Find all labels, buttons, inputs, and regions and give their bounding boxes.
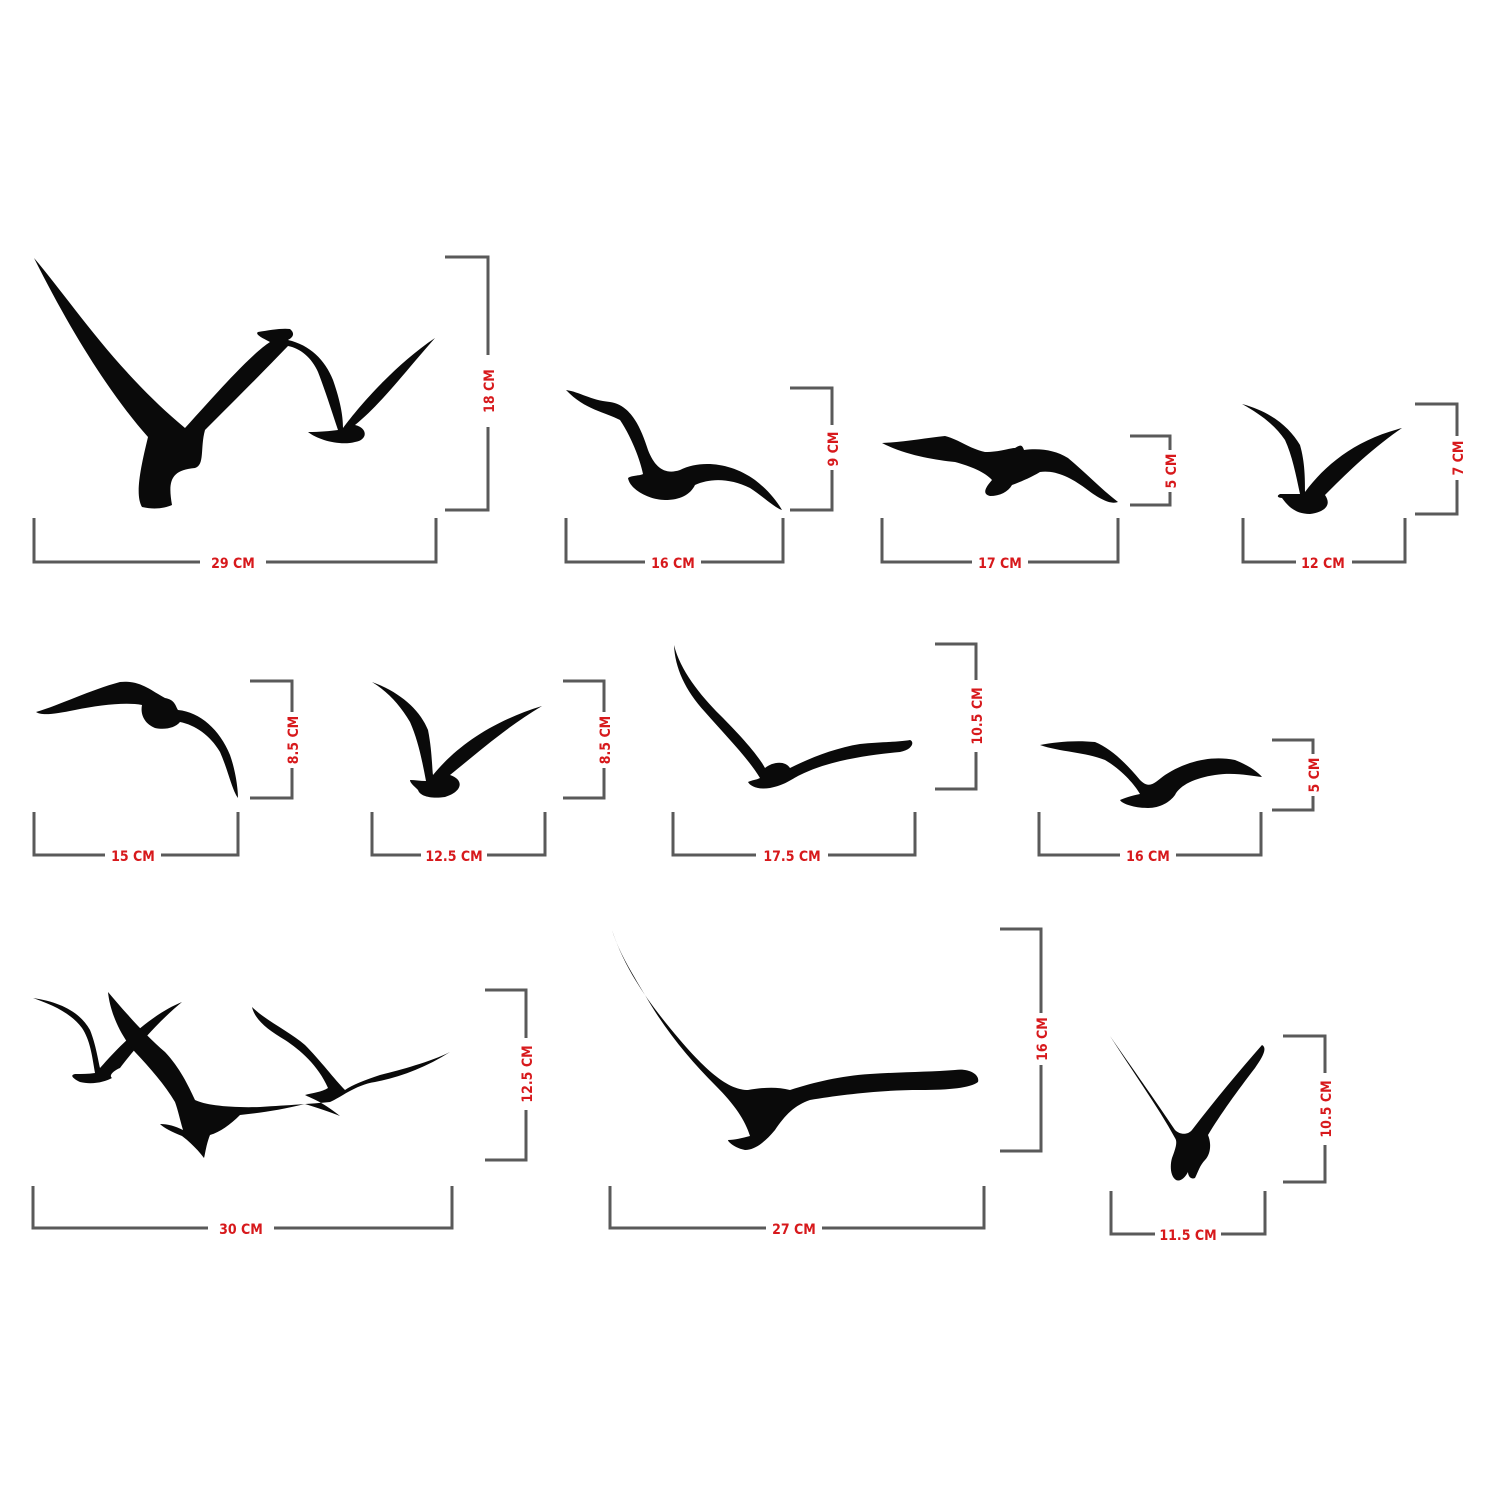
seagull-silhouette-icon: [33, 998, 182, 1084]
seagull-silhouette-icon: [882, 436, 1118, 503]
height-label: 12.5 CM: [520, 1045, 536, 1102]
decal-1: 29 CM 18 CM: [32, 255, 498, 572]
height-label: 8.5 CM: [286, 716, 302, 764]
seagull-silhouette-icon: [1110, 1036, 1265, 1181]
decal-6: 12.5 CM 8.5 CM: [370, 679, 614, 865]
height-label: 5 CM: [1164, 454, 1180, 489]
decal-7: 17.5 CM 10.5 CM: [671, 642, 986, 865]
width-label: 11.5 CM: [1159, 1228, 1216, 1244]
seagull-silhouette-icon: [674, 645, 913, 789]
seagull-silhouette-icon: [566, 390, 782, 510]
seagull-silhouette-icon: [34, 258, 435, 509]
decal-9: 30 CM 12.5 CM: [31, 988, 536, 1238]
height-label: 10.5 CM: [970, 687, 986, 744]
width-label: 16 CM: [651, 556, 695, 572]
width-label: 29 CM: [211, 556, 255, 572]
height-label: 16 CM: [1035, 1017, 1051, 1061]
decal-2: 16 CM 9 CM: [564, 386, 842, 572]
seagull-silhouette-icon: [1040, 741, 1262, 808]
seagull-silhouette-icon: [1242, 404, 1402, 514]
seagull-silhouette-icon: [36, 681, 238, 798]
height-label: 8.5 CM: [598, 716, 614, 764]
decal-3: 17 CM 5 CM: [880, 434, 1180, 572]
width-label: 16 CM: [1126, 849, 1170, 865]
decal-5: 15 CM 8.5 CM: [32, 679, 302, 865]
height-label: 10.5 CM: [1319, 1080, 1335, 1137]
height-label: 7 CM: [1451, 441, 1467, 476]
width-label: 12 CM: [1301, 556, 1345, 572]
width-label: 15 CM: [111, 849, 155, 865]
seagull-silhouette-icon: [108, 992, 450, 1158]
seagull-silhouette-icon: [372, 682, 542, 798]
height-label: 9 CM: [826, 432, 842, 467]
seagull-silhouette-icon: [612, 930, 979, 1150]
width-label: 12.5 CM: [425, 849, 482, 865]
decal-10: 27 CM 16 CM: [608, 927, 1051, 1238]
height-label: 18 CM: [482, 369, 498, 413]
height-label: 5 CM: [1307, 758, 1323, 793]
width-label: 30 CM: [219, 1222, 263, 1238]
width-label: 27 CM: [772, 1222, 816, 1238]
decal-11: 11.5 CM 10.5 CM: [1109, 1034, 1335, 1244]
decal-8: 16 CM 5 CM: [1037, 738, 1323, 865]
decal-4: 12 CM 7 CM: [1241, 402, 1467, 572]
width-label: 17 CM: [978, 556, 1022, 572]
width-label: 17.5 CM: [763, 849, 820, 865]
